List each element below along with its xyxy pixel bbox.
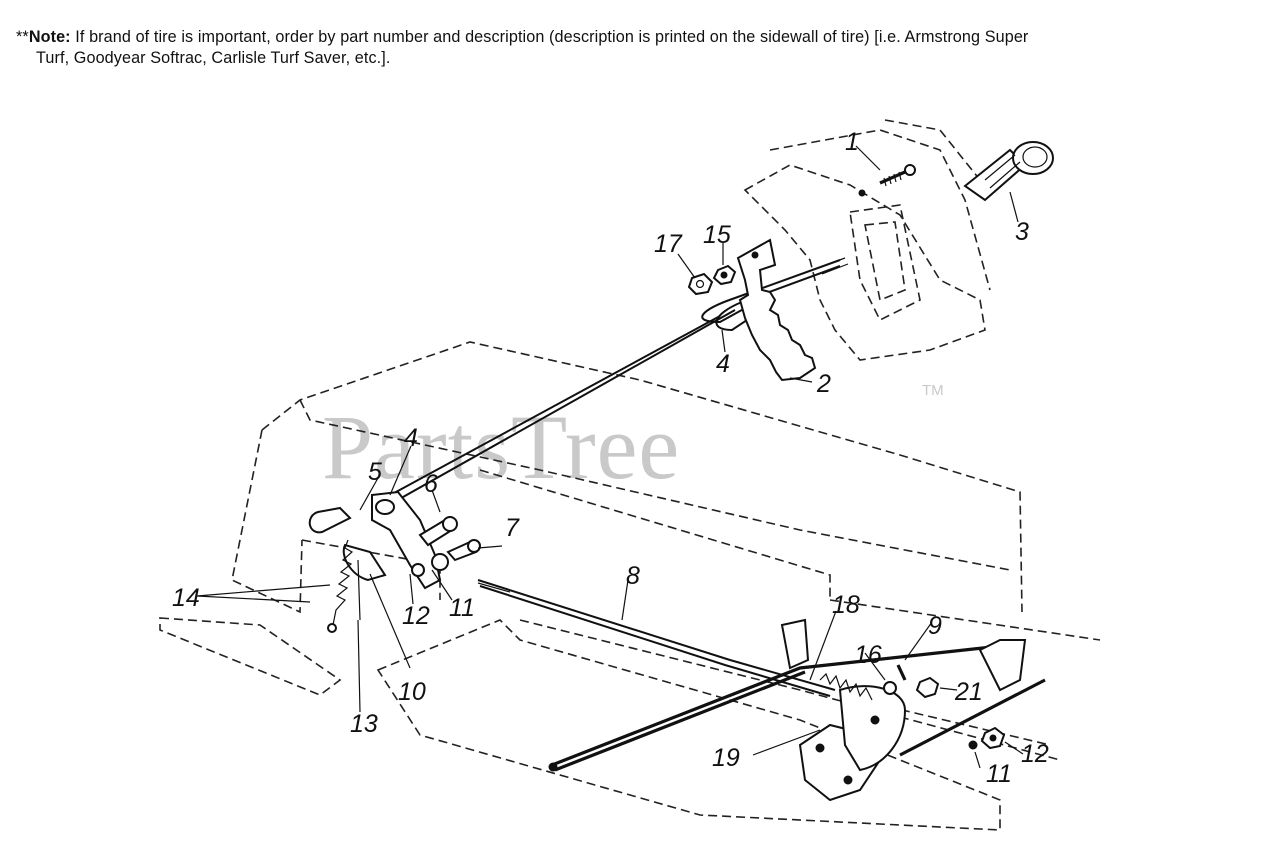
lower-bracket: [780, 618, 907, 802]
shift-rod: [371, 257, 849, 511]
note-prefix: **: [16, 28, 29, 46]
nut-15: [712, 264, 737, 286]
callout-11-left: 11: [449, 594, 475, 622]
callout-11-right: 11: [986, 760, 1012, 788]
callout-19: 19: [712, 744, 740, 772]
leader-lines: [196, 145, 1024, 769]
callout-14: 14: [172, 584, 200, 612]
nut-16: [883, 681, 897, 695]
screw: [858, 164, 916, 197]
tire-note: **Note: If brand of tire is important, o…: [16, 27, 1266, 69]
note-line-1: If brand of tire is important, order by …: [70, 28, 1029, 46]
callout-12-left: 12: [402, 602, 430, 630]
bolt-7: [446, 539, 481, 562]
control-rod-8: [477, 579, 836, 697]
callout-5: 5: [368, 458, 382, 486]
callout-7: 7: [505, 514, 520, 542]
callout-17: 17: [654, 230, 683, 258]
callout-10: 10: [398, 678, 426, 706]
callout-13: 13: [350, 710, 378, 738]
callout-labels: 1 2 3 4 4 5 6 7 8 9 10 11 11 12 12 13 14…: [172, 128, 1049, 788]
callout-15: 15: [703, 221, 731, 249]
bolt-6: [418, 516, 458, 547]
watermark-trademark: TM: [922, 382, 944, 399]
watermark-text: PartsTree: [322, 396, 680, 498]
dash-panel: [743, 119, 991, 361]
callout-3: 3: [1015, 218, 1029, 246]
callout-4-lower: 4: [404, 424, 418, 452]
callout-2: 2: [816, 370, 831, 398]
nut-21: [915, 676, 940, 699]
cotter-pin-13: [357, 559, 361, 621]
note-bold-label: Note:: [28, 28, 71, 46]
callout-9: 9: [928, 612, 942, 640]
callout-12-right: 12: [1021, 740, 1049, 768]
callout-18: 18: [832, 591, 860, 619]
callout-16: 16: [854, 641, 882, 669]
shift-knob: [963, 141, 1054, 202]
callout-21: 21: [954, 678, 983, 706]
spring-18: [819, 672, 873, 701]
cross-shaft: [548, 643, 1011, 772]
shift-lever-assembly: [308, 490, 449, 590]
callout-8: 8: [626, 562, 640, 590]
washer-11-right: [968, 740, 978, 750]
callout-6: 6: [424, 470, 438, 498]
note-line-2: Turf, Goodyear Softrac, Carlisle Turf Sa…: [36, 49, 391, 67]
nut-12-right: [980, 726, 1006, 750]
callout-4-upper: 4: [716, 350, 730, 378]
nut-17: [687, 272, 714, 296]
shift-bracket: [736, 238, 817, 382]
right-lever: [899, 639, 1046, 757]
callout-1: 1: [845, 128, 859, 156]
spring-14: [327, 539, 354, 633]
bolt-9: [896, 664, 907, 681]
